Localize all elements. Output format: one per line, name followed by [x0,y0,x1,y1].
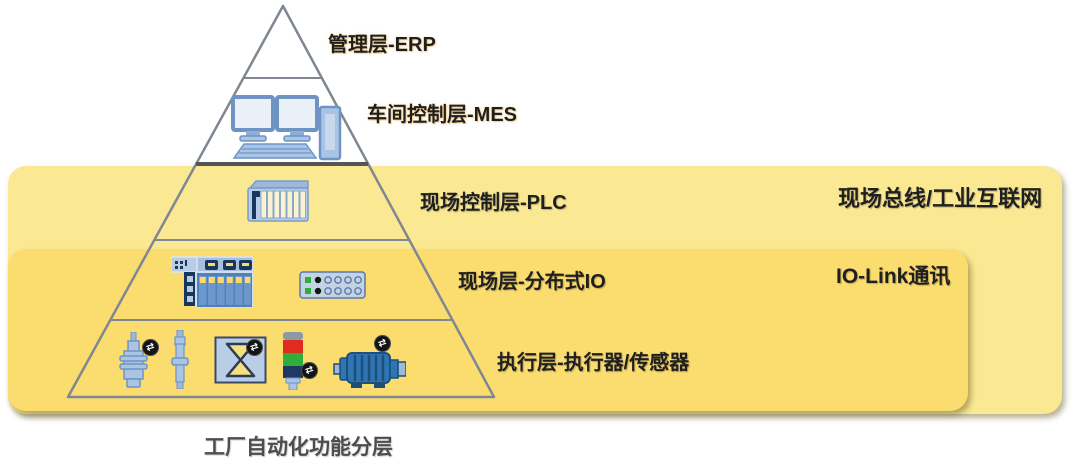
signal-tower-icon [283,332,303,390]
layer-label-plc: 现场控制层-PLC [420,192,567,214]
band-label-iolink: IO-Link通讯 [836,265,951,288]
layer-label-distributed-io: 现场层-分布式IO [458,271,606,293]
layer-label-mes: 车间控制层-MES [367,104,517,126]
layer-label-execution: 执行层-执行器/传感器 [497,352,690,374]
cylinder-sensor-icon [171,330,189,389]
motor-icon [333,352,406,388]
diagram-caption: 工厂自动化功能分层 [204,436,393,459]
plc-rack-icon [247,180,309,222]
io-module-icon [299,271,366,299]
band-label-fieldbus: 现场总线/工业互联网 [838,186,1043,211]
workstation-icon [231,95,342,161]
layer-label-erp: 管理层-ERP [328,34,436,56]
io-station-icon [171,256,253,308]
